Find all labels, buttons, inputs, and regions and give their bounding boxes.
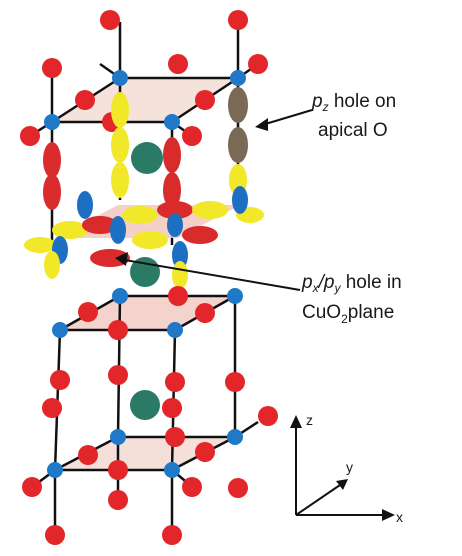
copper-atom (164, 462, 180, 478)
oxygen-atom (182, 126, 202, 146)
copper-atom (52, 322, 68, 338)
oxygen-atom (108, 365, 128, 385)
oxygen-atom (75, 90, 95, 110)
oxygen-atom (108, 490, 128, 510)
copper-atom (230, 70, 246, 86)
oxygen-atom (258, 406, 278, 426)
copper-atom (110, 429, 126, 445)
top-plane (52, 78, 238, 122)
pz-hole-lobe (228, 87, 248, 123)
oxygen-atom (45, 525, 65, 545)
copper-atom (112, 70, 128, 86)
oxygen-atom (248, 54, 268, 74)
large-cation-atom (130, 390, 160, 420)
oxygen-atom (78, 445, 98, 465)
oxygen-atom (195, 303, 215, 323)
oxygen-atom (162, 398, 182, 418)
annotation-arrows (115, 109, 313, 291)
bottom-unit-cell (22, 286, 278, 545)
copper-atom (167, 322, 183, 338)
copper-atom (227, 288, 243, 304)
pxpy-hole-label-line2: CuO2plane (302, 302, 394, 326)
oxygen-atom (108, 320, 128, 340)
copper-atom (227, 429, 243, 445)
oxygen-atom (100, 10, 120, 30)
large-cation-atom (131, 142, 163, 174)
copper-atom (112, 288, 128, 304)
oxygen-atom (78, 302, 98, 322)
copper-atom (47, 462, 63, 478)
z-axis-label: z (306, 412, 313, 428)
y-axis-label: y (346, 459, 353, 475)
pxpy-hole-label: px/py hole in (301, 272, 402, 295)
oxygen-atom (42, 398, 62, 418)
oxygen-atom (168, 286, 188, 306)
copper-atom (164, 114, 180, 130)
oxygen-atom (225, 372, 245, 392)
oxygen-atom (228, 478, 248, 498)
x-axis-label: x (396, 509, 403, 525)
bottom-plane (55, 437, 235, 470)
oxygen-atom (22, 477, 42, 497)
oxygen-atom (165, 427, 185, 447)
z-axis-arrow (290, 415, 302, 428)
oxygen-atom (168, 54, 188, 74)
oxygen-atom (50, 370, 70, 390)
oxygen-atom (182, 477, 202, 497)
pz-hole-lobe (228, 127, 248, 163)
oxygen-atom (42, 58, 62, 78)
pz-hole-label: pz hole on (311, 91, 396, 114)
oxygen-atom (195, 442, 215, 462)
oxygen-atom (228, 10, 248, 30)
oxygen-atom (20, 126, 40, 146)
y-axis-arrow (336, 479, 348, 490)
orbital-lobes (24, 87, 264, 289)
pz-hole-label-line2: apical O (318, 120, 388, 141)
oxygen-atom (195, 90, 215, 110)
oxygen-atom (108, 460, 128, 480)
lower-plane (60, 296, 235, 330)
oxygen-atom (162, 525, 182, 545)
oxygen-atom (165, 372, 185, 392)
coordinate-axes (295, 425, 385, 516)
copper-atom (44, 114, 60, 130)
x-axis-arrow (382, 509, 395, 521)
